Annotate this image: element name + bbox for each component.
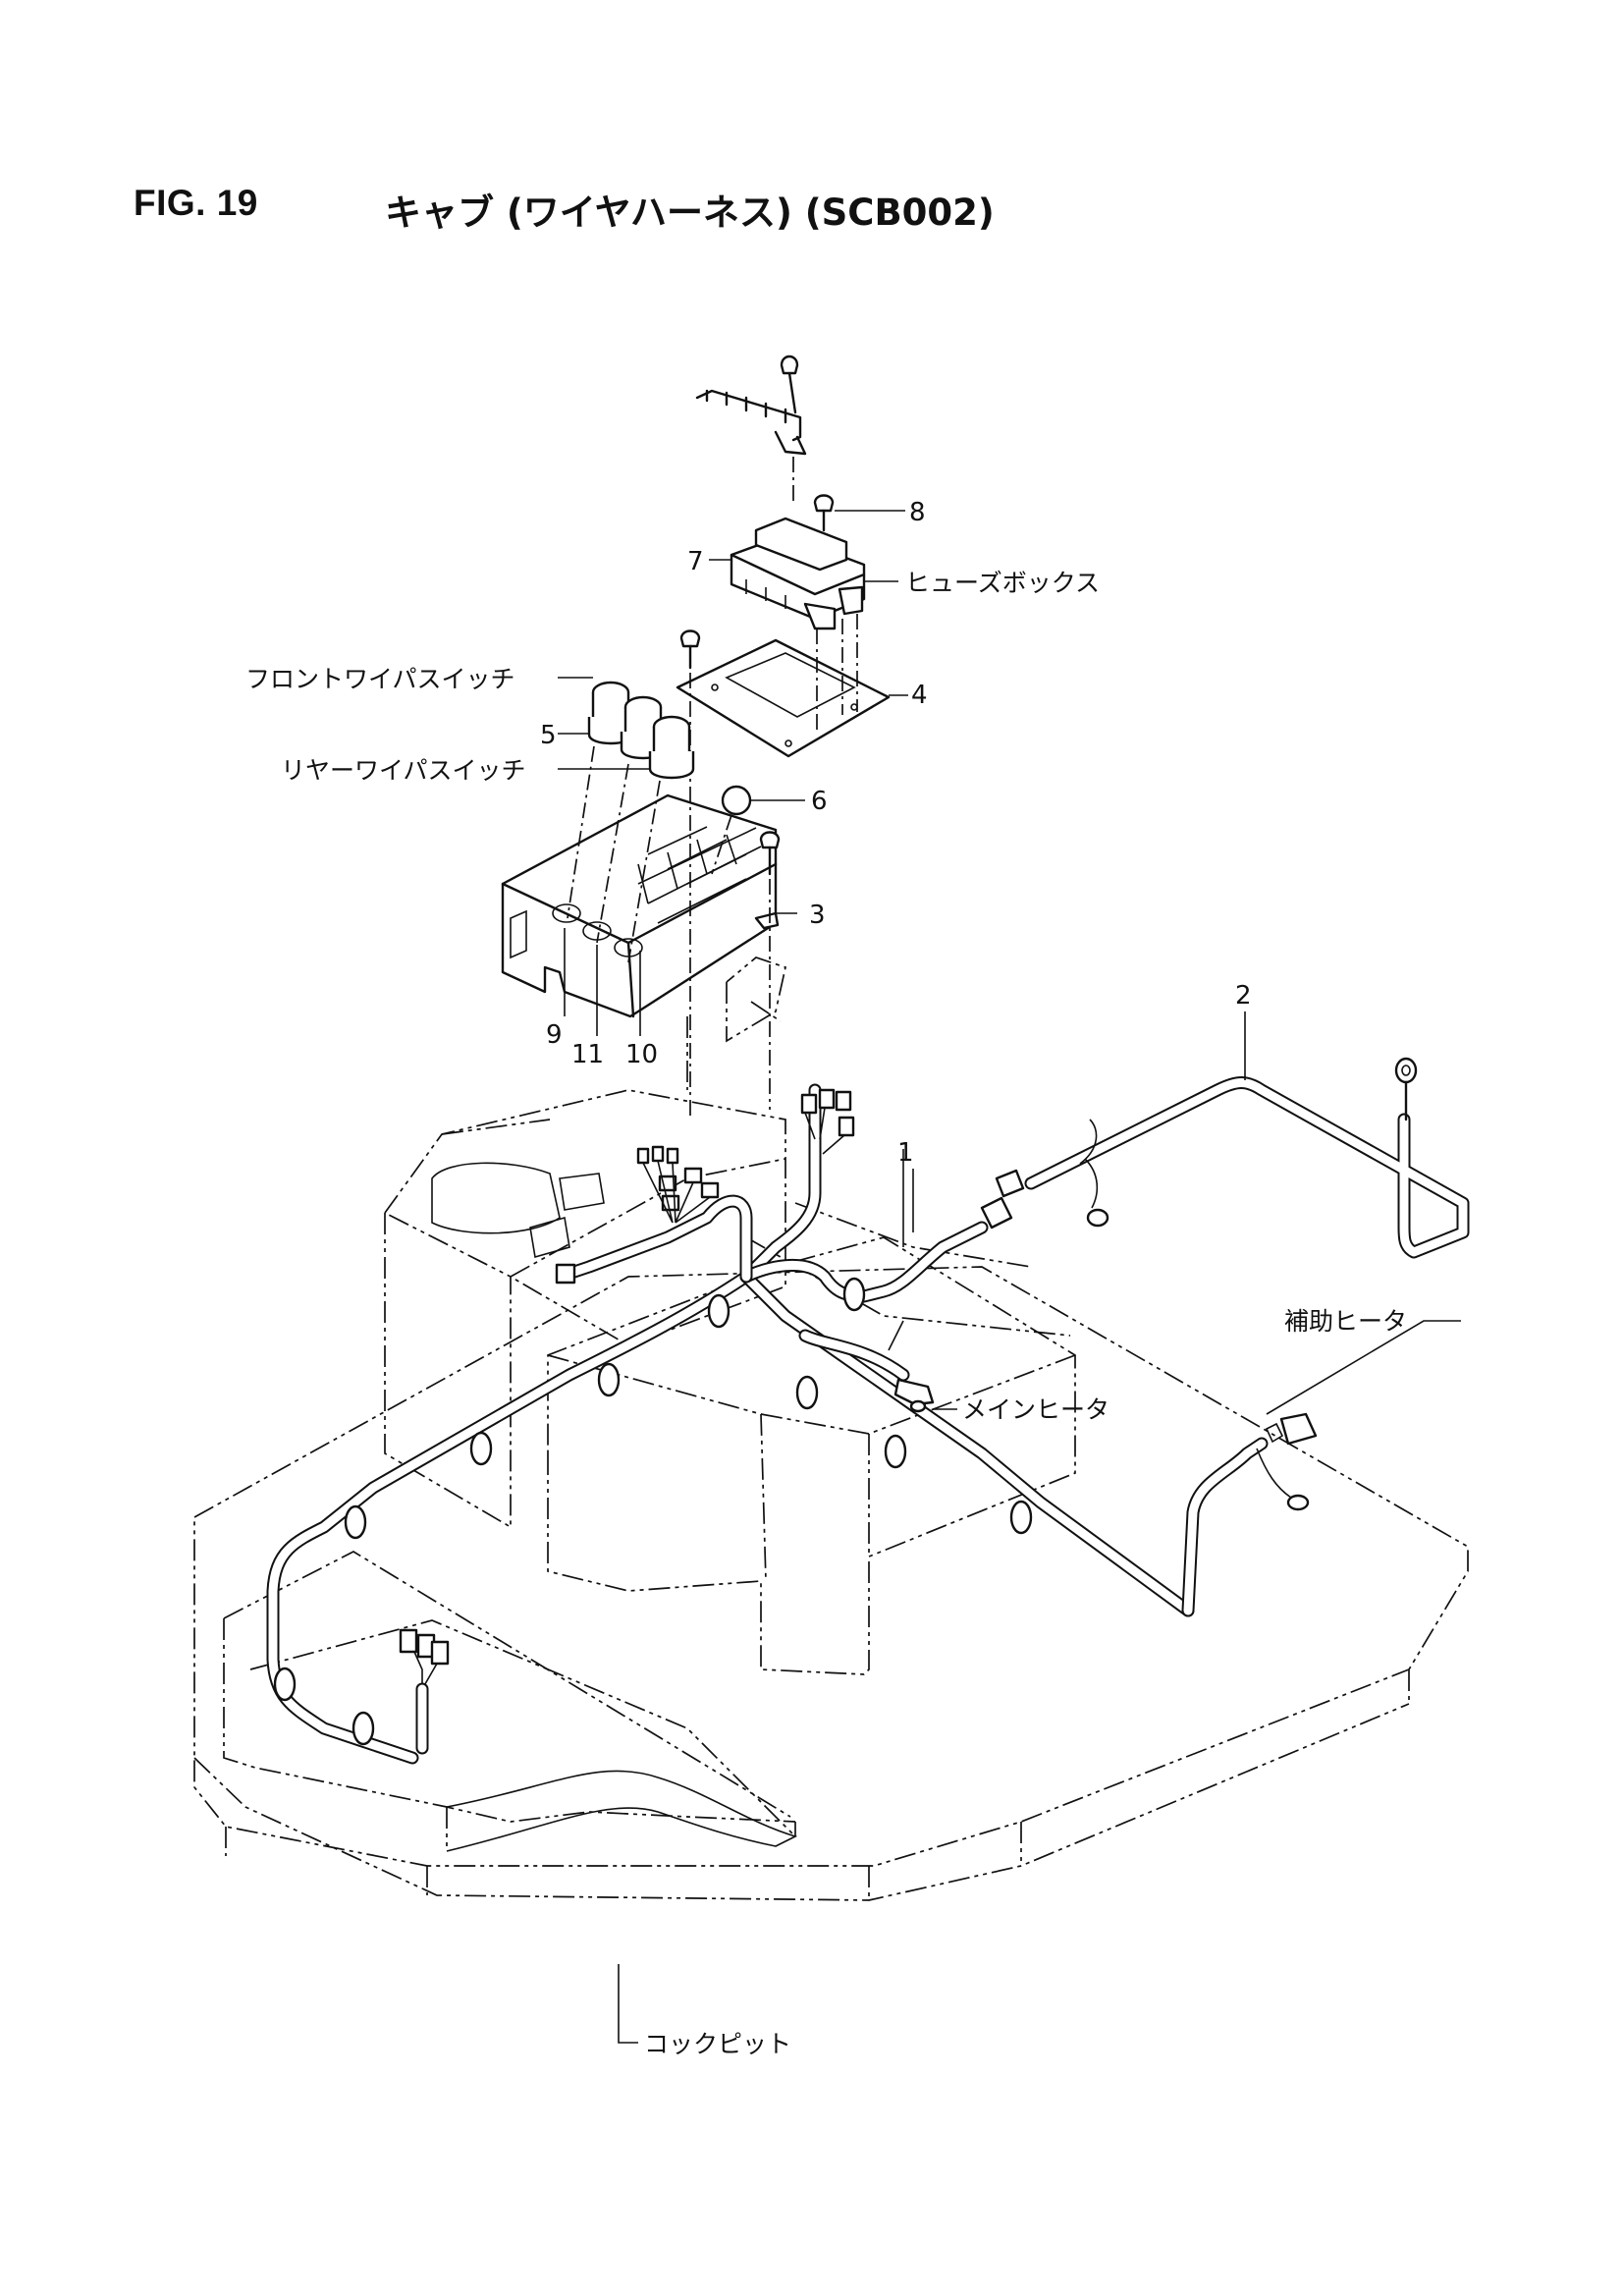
screw-part-8 <box>813 494 905 532</box>
callout-4: 4 <box>911 681 928 710</box>
wire-harness-part-2 <box>980 1057 1470 1259</box>
callout-3: 3 <box>809 901 826 930</box>
callout-6: 6 <box>811 787 828 816</box>
wiper-switches-part-5 <box>558 677 695 963</box>
callout-1: 1 <box>897 1138 914 1168</box>
callout-8: 8 <box>909 498 926 527</box>
label-front-wiper-switch: フロントワイパスイッチ <box>245 665 515 693</box>
part-labels: ヒューズボックス フロントワイパスイッチ リヤーワイパスイッチ 補助ヒータ メイ… <box>245 569 1407 2058</box>
main-heater-connector <box>888 1320 957 1413</box>
callout-10: 10 <box>625 1040 658 1069</box>
harness-clamps <box>273 1277 1033 1746</box>
knob-part-6 <box>711 785 805 875</box>
switch-panel-part-3 <box>501 793 797 1110</box>
callout-11: 11 <box>571 1040 604 1069</box>
fuse-box-bracket <box>695 355 807 506</box>
callout-9: 9 <box>546 1020 563 1050</box>
label-main-heater: メインヒータ <box>962 1395 1109 1424</box>
left-console <box>384 1089 786 1529</box>
aux-heater-connector <box>1256 1320 1461 1511</box>
label-rear-wiper-switch: リヤーワイパスイッチ <box>281 756 526 785</box>
callout-7: 7 <box>687 547 704 576</box>
fuse-box-part-7 <box>709 517 898 732</box>
callout-5: 5 <box>540 721 557 750</box>
callout-leaders <box>618 1011 1246 2044</box>
figure-header: FIG. 19 キャブ (ワイヤハーネス) (SCB002) <box>0 0 1623 295</box>
figure-number: FIG. 19 <box>134 183 258 223</box>
figure-title: キャブ (ワイヤハーネス) (SCB002) <box>385 191 995 234</box>
callout-numbers: 1 2 3 4 5 6 7 8 9 10 11 <box>540 498 1252 1168</box>
callout-2: 2 <box>1235 981 1252 1011</box>
harness-connectors <box>399 1088 855 1755</box>
label-aux-heater: 補助ヒータ <box>1284 1307 1407 1336</box>
plate-part-4 <box>676 629 908 1120</box>
label-fuse-box: ヒューズボックス <box>905 569 1100 597</box>
label-cockpit: コックピット <box>644 2030 791 2058</box>
